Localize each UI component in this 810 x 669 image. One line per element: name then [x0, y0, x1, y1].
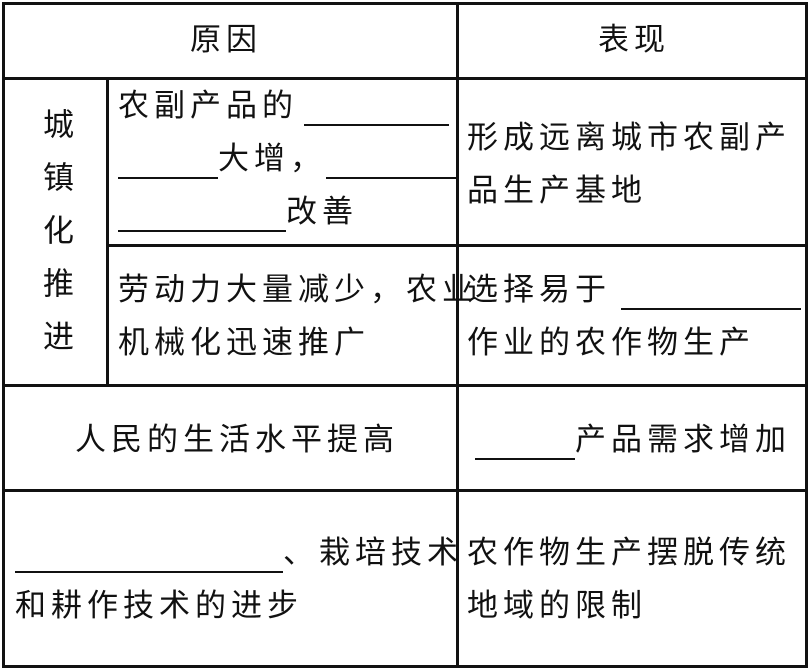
table-border-bottom	[3, 665, 807, 668]
manifestation-line: 作业的农作物生产	[467, 325, 755, 361]
fill-blank[interactable]	[15, 533, 283, 573]
row-divider	[3, 77, 807, 80]
reason-line: 劳动力大量减少，农业	[118, 272, 478, 308]
reason-line: 和耕作技术的进步	[15, 588, 303, 624]
fill-blank[interactable]	[475, 420, 575, 460]
fill-blank[interactable]	[304, 94, 449, 126]
reason-line: 机械化迅速推广	[118, 325, 370, 361]
manifestation-line: 选择易于	[467, 270, 801, 310]
header-reason: 原因	[190, 22, 262, 58]
manifestation-line: 产品需求增加	[475, 420, 791, 460]
reason-text: 农副产品的	[118, 88, 298, 124]
table-border-right	[805, 2, 808, 668]
reason-line: 、栽培技术	[15, 533, 463, 573]
fill-blank[interactable]	[621, 278, 801, 310]
fill-blank[interactable]	[118, 200, 286, 232]
row-divider	[3, 384, 807, 387]
manifestation-line: 形成远离城市农副产	[467, 120, 791, 156]
reason-line: 大增，	[118, 139, 456, 179]
manifestation-line: 农作物生产摆脱传统	[467, 535, 791, 571]
reason-text: 大增，	[218, 141, 326, 177]
fill-blank[interactable]	[118, 147, 218, 179]
reason-text: 改善	[286, 194, 358, 230]
manifestation-text: 选择易于	[467, 272, 611, 308]
fill-blank[interactable]	[326, 147, 456, 179]
row-divider	[3, 489, 807, 492]
column-divider	[456, 2, 459, 668]
reason-line: 改善	[118, 192, 358, 232]
header-manifestation: 表现	[598, 22, 670, 58]
manifestation-text: 产品需求增加	[575, 422, 791, 458]
manifestation-line: 品生产基地	[467, 173, 647, 209]
reason-line: 农副产品的	[118, 86, 449, 126]
manifestation-line: 地域的限制	[467, 588, 647, 624]
column-divider	[106, 77, 109, 387]
reason-text: 、栽培技术	[283, 535, 463, 571]
reason-living: 人民的生活水平提高	[75, 422, 399, 458]
table-border-left	[2, 2, 5, 668]
table-border-top	[3, 2, 807, 5]
urbanization-label: 城镇化推进	[37, 108, 73, 373]
